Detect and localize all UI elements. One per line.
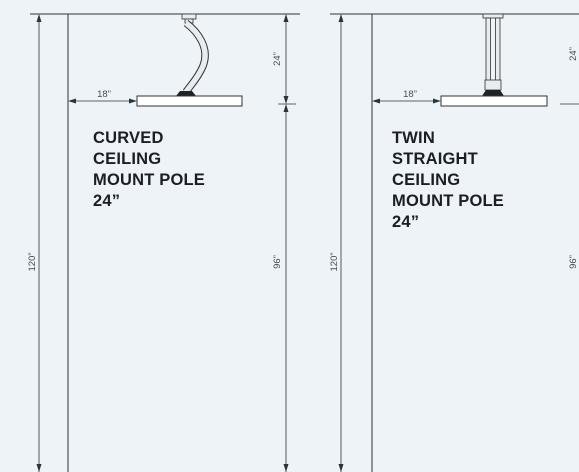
head-offset-label: 18” [97,89,111,100]
panel-twin-straight: 120” 24” 96” 18” [329,13,579,472]
total-height-label: 120” [27,252,38,271]
twin-straight-pole [482,13,504,91]
panel-curved: 120” 24” 96” 18” [27,13,300,472]
head-offset-dimension: 18” [68,89,137,104]
total-height-dimension: 120” [329,14,344,472]
pole-length-dimension: 24” [560,47,579,105]
floor-clearance-dimension: 96” [568,255,579,269]
pole-length-label: 24” [272,52,283,66]
floor-clearance-label: 96” [568,255,579,269]
shower-head [440,90,548,107]
head-offset-label: 18” [403,89,417,100]
total-height-dimension: 120” [27,14,42,472]
pole-length-dimension: 24” [272,14,296,105]
twin-straight-pole-title: TWIN STRAIGHT CEILING MOUNT POLE 24” [392,129,504,231]
shower-head [136,91,243,107]
curved-pole [181,13,209,95]
total-height-label: 120” [329,252,340,271]
curved-pole-title: CURVED CEILING MOUNT POLE 24” [93,129,205,210]
head-offset-dimension: 18” [372,89,441,104]
pole-length-label: 24” [568,47,579,61]
floor-clearance-dimension: 96” [272,104,289,472]
floor-clearance-label: 96” [272,255,283,269]
